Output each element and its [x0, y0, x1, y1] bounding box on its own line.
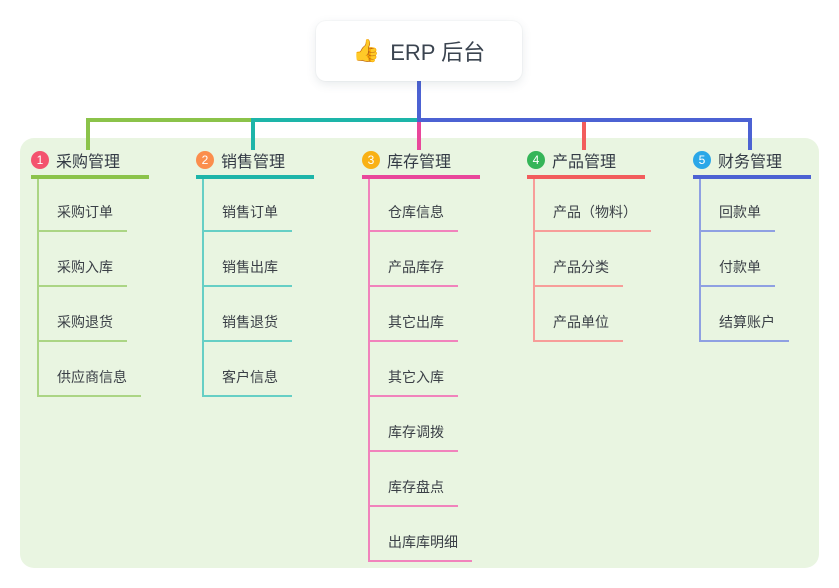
- node-item[interactable]: 其它出库: [368, 314, 458, 342]
- branch-label: 销售管理: [221, 154, 286, 171]
- connector-drop: [748, 122, 752, 150]
- branch-inventory: 3 库存管理 仓库信息 产品库存 其它出库 其它入库 库存调拨 库存盘点 出库库…: [362, 0, 532, 588]
- branch-header[interactable]: 3 库存管理: [362, 150, 480, 171]
- node-item[interactable]: 销售出库: [202, 259, 292, 287]
- branch-header[interactable]: 1 采购管理: [31, 150, 149, 171]
- branch-label: 产品管理: [552, 154, 617, 171]
- node-item[interactable]: 库存调拨: [368, 424, 458, 452]
- node-item[interactable]: 产品单位: [533, 314, 623, 342]
- branch-product: 4 产品管理 产品（物料） 产品分类 产品单位: [527, 0, 697, 588]
- branch-number-badge: 1: [31, 151, 49, 169]
- node-item[interactable]: 销售退货: [202, 314, 292, 342]
- branch-number-badge: 3: [362, 151, 380, 169]
- branch-underline: [527, 175, 645, 179]
- branch-number-badge: 2: [196, 151, 214, 169]
- branch-spine: [533, 179, 535, 342]
- node-item[interactable]: 仓库信息: [368, 204, 458, 232]
- connector-drop: [582, 122, 586, 150]
- node-item[interactable]: 结算账户: [699, 314, 789, 342]
- branch-label: 库存管理: [387, 154, 452, 171]
- branch-purchase: 1 采购管理 采购订单 采购入库 采购退货 供应商信息: [31, 0, 201, 588]
- node-item[interactable]: 其它入库: [368, 369, 458, 397]
- node-item[interactable]: 库存盘点: [368, 479, 458, 507]
- branch-header[interactable]: 2 销售管理: [196, 150, 314, 171]
- root-title: ERP 后台: [390, 40, 486, 65]
- connector-drop: [86, 122, 90, 150]
- branch-header[interactable]: 4 产品管理: [527, 150, 645, 171]
- branch-finance: 5 财务管理 回款单 付款单 结算账户: [693, 0, 839, 588]
- branch-underline: [362, 175, 480, 179]
- node-item[interactable]: 销售订单: [202, 204, 292, 232]
- node-item[interactable]: 采购退货: [37, 314, 127, 342]
- connector-bus-segment: [86, 118, 253, 122]
- canvas-panel: [20, 138, 819, 568]
- branch-header[interactable]: 5 财务管理: [693, 150, 811, 171]
- branch-number-badge: 4: [527, 151, 545, 169]
- node-item[interactable]: 供应商信息: [37, 369, 141, 397]
- connector-bus-segment: [251, 118, 419, 122]
- branch-spine: [202, 179, 204, 397]
- connector-drop: [251, 122, 255, 150]
- node-item[interactable]: 产品（物料）: [533, 204, 651, 232]
- node-item[interactable]: 产品分类: [533, 259, 623, 287]
- branch-spine: [37, 179, 39, 397]
- branch-spine: [699, 179, 701, 342]
- node-item[interactable]: 采购入库: [37, 259, 127, 287]
- node-item[interactable]: 采购订单: [37, 204, 127, 232]
- thumbs-up-icon: 👍: [352, 38, 381, 63]
- branch-underline: [31, 175, 149, 179]
- root-node[interactable]: 👍 ERP 后台: [316, 21, 522, 81]
- node-item[interactable]: 产品库存: [368, 259, 458, 287]
- root-connector: [417, 81, 421, 118]
- branch-underline: [196, 175, 314, 179]
- branch-sales: 2 销售管理 销售订单 销售出库 销售退货 客户信息: [196, 0, 366, 588]
- branch-label: 财务管理: [718, 154, 783, 171]
- branch-number-badge: 5: [693, 151, 711, 169]
- connector-bus-segment: [417, 118, 752, 122]
- branch-label: 采购管理: [56, 154, 121, 171]
- node-item[interactable]: 出库库明细: [368, 534, 472, 562]
- branch-underline: [693, 175, 811, 179]
- node-item[interactable]: 回款单: [699, 204, 775, 232]
- branch-spine: [368, 179, 370, 562]
- node-item[interactable]: 付款单: [699, 259, 775, 287]
- connector-drop: [417, 122, 421, 150]
- node-item[interactable]: 客户信息: [202, 369, 292, 397]
